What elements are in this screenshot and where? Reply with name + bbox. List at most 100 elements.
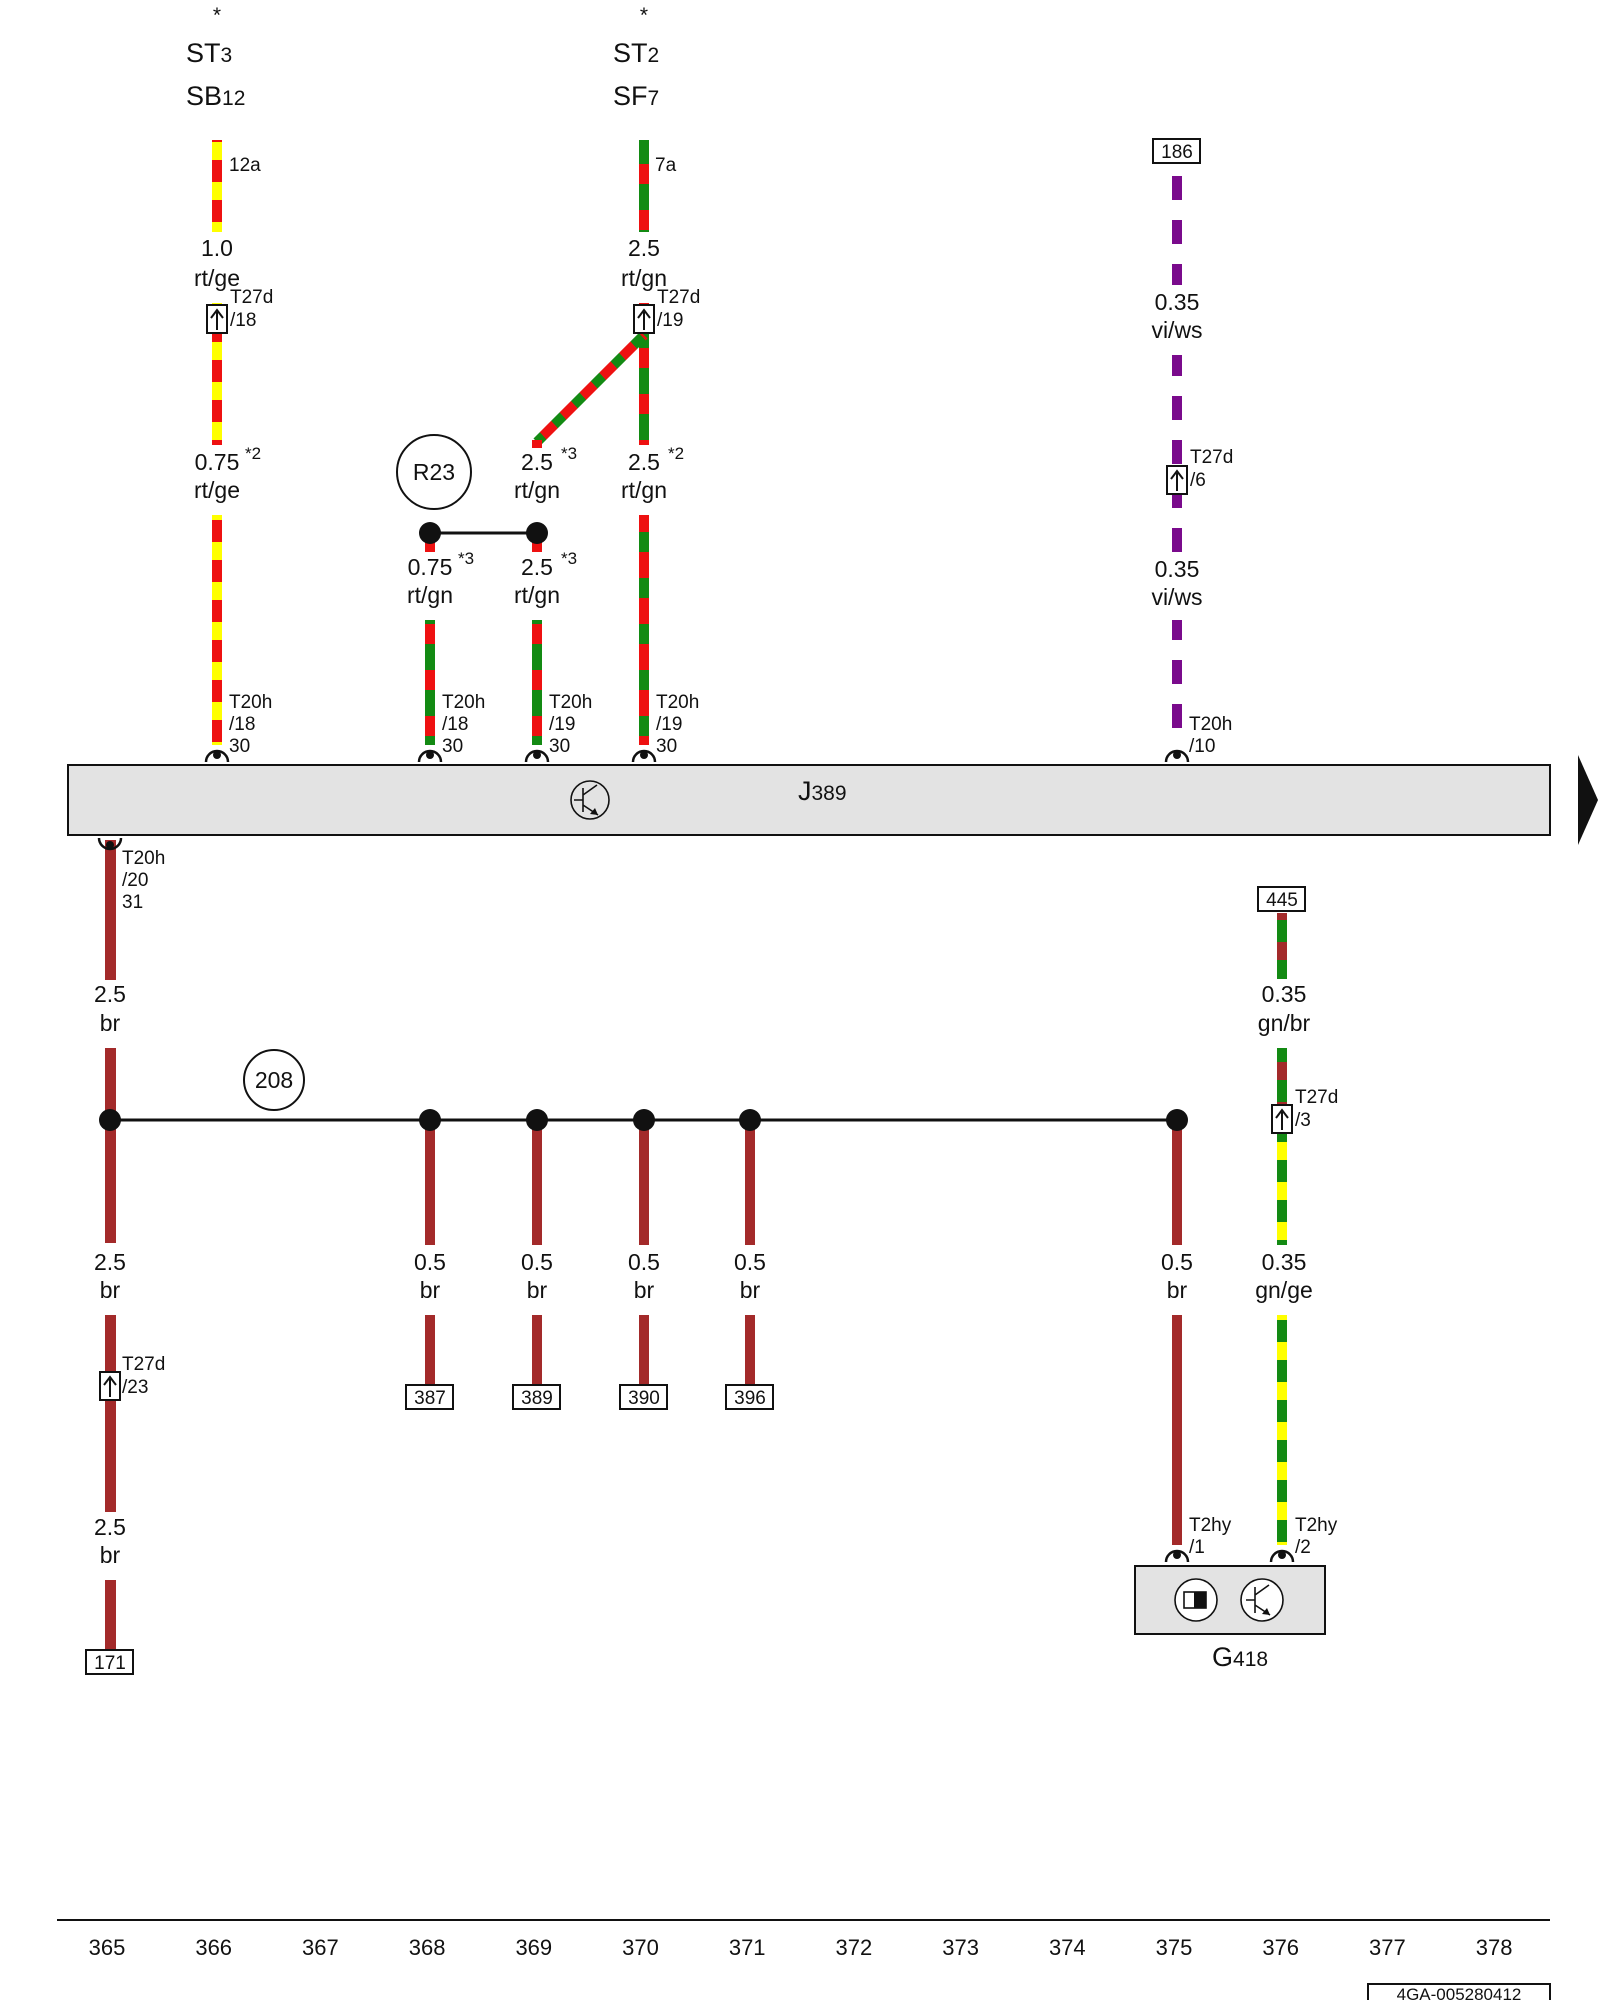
module-body (67, 764, 1551, 836)
terminal-pin-dot (426, 751, 434, 759)
connector-pin: /19 (656, 714, 682, 735)
ref-387-label: 387 (414, 1388, 446, 1409)
column-number: 367 (302, 1935, 339, 1960)
transistor-icon (1240, 1578, 1284, 1622)
column-number: 369 (515, 1935, 552, 1960)
wire-segment (105, 1048, 116, 1243)
column-number: 370 (622, 1935, 659, 1960)
column-number: 378 (1476, 1935, 1513, 1960)
column-number: 368 (409, 1935, 446, 1960)
wire-segment (425, 1120, 435, 1245)
wire-color-label: rt/gn (621, 477, 667, 503)
ground-wires (105, 840, 1182, 1650)
junction-dot (1166, 1109, 1188, 1131)
connector-pin: /18 (230, 310, 256, 331)
wire-note: *2 (668, 444, 684, 463)
drawing-code: 4GA-005280412 (1397, 1985, 1522, 2000)
wire-segment (1277, 913, 1287, 979)
wire-segment (532, 620, 542, 745)
wire-segment (1277, 1108, 1287, 1245)
connector-name: T20h (656, 692, 699, 713)
wire-color-label: rt/gn (407, 582, 453, 608)
connector-pin: /6 (1190, 470, 1206, 491)
fuse-sf7-terminal: 7a (655, 155, 677, 176)
wire-size-label: 0.5 (734, 1249, 766, 1275)
wire-segment (745, 1120, 755, 1245)
circuit-370 (533, 140, 649, 745)
connector-name: T20h (122, 848, 165, 869)
connector-pin: /1 (1189, 1537, 1205, 1558)
wire-segment (639, 515, 649, 745)
column-number: 377 (1369, 1935, 1406, 1960)
terminal-t20h-366: T20h /18 30 (204, 692, 272, 763)
wire-size-label: 2.5 (94, 981, 126, 1007)
junction-dot (526, 522, 548, 544)
terminal-t20h-370: T20h /19 30 (631, 692, 699, 763)
wire-color-label: rt/ge (194, 265, 240, 291)
component-body (1134, 1565, 1326, 1635)
ref-390: 390 (619, 1384, 668, 1410)
inline-connectors: T27d /18 T27d /19 T27d /6 T27d /23 T27d … (99, 287, 1338, 1401)
wire-segment (105, 1580, 116, 1650)
wire-color-label: rt/gn (514, 582, 560, 608)
wire-size-label: 0.75 (408, 554, 453, 580)
wire-segment (1172, 167, 1182, 285)
wire-color-label: vi/ws (1151, 317, 1202, 343)
column-number: 372 (836, 1935, 873, 1960)
junction-dot (99, 1109, 121, 1131)
wire-color-label: br (420, 1277, 441, 1303)
terminal-pin-dot (1173, 751, 1181, 759)
wire-segment (425, 1315, 435, 1395)
wire-segment (532, 440, 542, 448)
wire-size-label: 0.5 (414, 1249, 446, 1275)
wire-color-label: br (1167, 1277, 1188, 1303)
connector-pin: /19 (657, 310, 683, 331)
fuse-sf7-line2: SF7 (613, 81, 659, 111)
wire-branch-diagonal (533, 331, 648, 446)
wire-size-label: 0.35 (1262, 981, 1307, 1007)
wire-color-label: br (527, 1277, 548, 1303)
connector-pin: /23 (122, 1377, 148, 1398)
fuse-sb12-star: * (213, 4, 221, 27)
wire-size-label: 2.5 (628, 449, 660, 475)
fuse-sf7: * ST2 SF7 7a (613, 4, 677, 176)
wire-color-label: vi/ws (1151, 584, 1202, 610)
terminal-t2hy-1: T2hy /1 (1164, 1515, 1232, 1563)
connector-arrow-icon (103, 1375, 117, 1397)
wire-color-label: br (100, 1277, 121, 1303)
wire-segment (1277, 1048, 1287, 1108)
connector-name: T20h (442, 692, 485, 713)
wire-segment (1172, 1120, 1182, 1245)
module-terminals: T20h /18 30 T20h /18 30 T20h /19 30 T20h… (97, 692, 1232, 913)
ref-445: 445 (1257, 886, 1306, 912)
column-number: 374 (1049, 1935, 1086, 1960)
control-module-j389: J389 (67, 755, 1598, 845)
wire-segment (212, 303, 222, 445)
terminal-number: 30 (549, 736, 570, 757)
terminal-number: 30 (229, 736, 250, 757)
wire-size-label: 2.5 (521, 554, 553, 580)
component-g418: T2hy /1 T2hy /2 G418 (1134, 1515, 1338, 1672)
connector-arrow-icon (637, 308, 651, 330)
connector-pin: /2 (1295, 1537, 1311, 1558)
fuse-sb12: * ST3 SB12 12a (186, 4, 261, 176)
connector-name: T20h (1189, 714, 1232, 735)
wire-segment (425, 620, 435, 745)
drawing-code-frame (1367, 1983, 1551, 2000)
wire-size-label: 0.35 (1155, 556, 1200, 582)
connector-name: T27d (1190, 447, 1233, 468)
junction-dot (633, 1109, 655, 1131)
ref-390-label: 390 (628, 1388, 660, 1409)
wire-color-label: rt/gn (514, 477, 560, 503)
wire-color-label: br (740, 1277, 761, 1303)
wire-size-label: 2.5 (521, 449, 553, 475)
fuse-sb12-terminal: 12a (229, 155, 261, 176)
ref-171: 171 (85, 1649, 134, 1675)
wire-segment (639, 140, 649, 232)
connector-name: T2hy (1295, 1515, 1338, 1536)
wire-color-label: gn/ge (1255, 1277, 1313, 1303)
terminal-pin-dot (1278, 1551, 1286, 1559)
connector-name: T27d (1295, 1087, 1338, 1108)
wire-note: *3 (561, 444, 577, 463)
